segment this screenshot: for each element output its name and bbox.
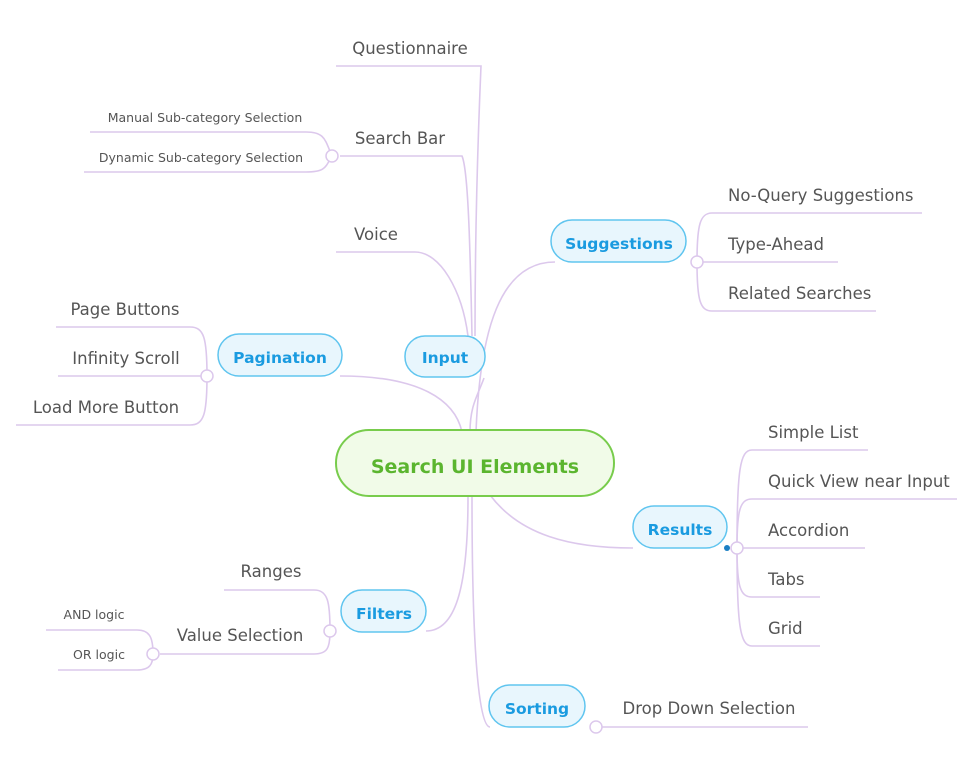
- connector-input-voice: [336, 251, 469, 337]
- connector-results-quickview: [736, 498, 957, 549]
- connector-central-suggestions: [475, 261, 556, 433]
- subtopic-no-query-suggestions[interactable]: No-Query Suggestions: [728, 186, 914, 205]
- subtopic-manual-sub-category[interactable]: Manual Sub-category Selection: [108, 110, 303, 125]
- topic-results[interactable]: Results: [632, 505, 728, 549]
- subtopic-type-ahead[interactable]: Type-Ahead: [727, 235, 824, 254]
- connector-lines: [16, 65, 957, 728]
- subtopic-ranges[interactable]: Ranges: [241, 562, 302, 581]
- subtopic-grid[interactable]: Grid: [768, 619, 803, 638]
- topic-suggestions[interactable]: Suggestions: [550, 219, 687, 263]
- topic-pagination[interactable]: Pagination: [217, 333, 343, 377]
- subtopic-simple-list[interactable]: Simple List: [768, 423, 859, 442]
- topic-input[interactable]: Input: [404, 335, 486, 378]
- central-topic-label: Search UI Elements: [371, 456, 579, 478]
- topic-sorting-label: Sorting: [505, 700, 569, 718]
- connector-results-grid: [736, 547, 820, 647]
- collapse-toggle-suggestions[interactable]: [690, 255, 704, 269]
- connector-central-sorting: [471, 496, 491, 728]
- subtopic-load-more-button[interactable]: Load More Button: [33, 398, 179, 417]
- connector-input-questionnaire: [336, 65, 482, 337]
- connector-central-pagination: [339, 375, 463, 433]
- connector-filters-ranges: [224, 589, 331, 632]
- subtopic-dynamic-sub-category[interactable]: Dynamic Sub-category Selection: [99, 150, 303, 165]
- collapse-toggle-results[interactable]: [730, 541, 744, 555]
- subtopic-voice[interactable]: Voice: [354, 225, 398, 244]
- connector-input-searchbar: [340, 155, 473, 337]
- collapse-toggle-searchbar[interactable]: [325, 149, 339, 163]
- connector-central-results: [489, 494, 634, 549]
- subtopic-accordion[interactable]: Accordion: [768, 521, 849, 540]
- connector-central-filters: [425, 496, 469, 632]
- topic-filters-label: Filters: [356, 605, 412, 623]
- topic-pagination-label: Pagination: [233, 349, 327, 367]
- subtopic-infinity-scroll[interactable]: Infinity Scroll: [72, 349, 179, 368]
- subtopic-drop-down-selection[interactable]: Drop Down Selection: [623, 699, 796, 718]
- collapse-toggle-sorting[interactable]: [589, 720, 603, 734]
- connector-central-input: [469, 377, 485, 433]
- collapse-toggle-filters[interactable]: [323, 624, 337, 638]
- subtopic-related-searches[interactable]: Related Searches: [728, 284, 871, 303]
- topic-results-label: Results: [648, 521, 713, 539]
- collapse-toggle-value-selection[interactable]: [146, 647, 160, 661]
- topic-filters[interactable]: Filters: [340, 589, 427, 633]
- subtopic-quick-view[interactable]: Quick View near Input: [768, 472, 950, 491]
- subtopic-and-logic[interactable]: AND logic: [64, 607, 125, 622]
- collapse-toggle-pagination[interactable]: [200, 369, 214, 383]
- subtopic-search-bar[interactable]: Search Bar: [355, 129, 445, 148]
- subtopic-value-selection[interactable]: Value Selection: [177, 626, 304, 645]
- topic-input-label: Input: [422, 349, 469, 367]
- subtopic-page-buttons[interactable]: Page Buttons: [70, 300, 179, 319]
- connector-suggestions-noquery: [696, 212, 922, 263]
- subtopic-questionnaire[interactable]: Questionnaire: [352, 39, 468, 58]
- topic-suggestions-label: Suggestions: [565, 235, 673, 253]
- subtopic-or-logic[interactable]: OR logic: [73, 647, 125, 662]
- connector-pagination-pagebuttons: [56, 326, 208, 377]
- subtopic-tabs[interactable]: Tabs: [767, 570, 805, 589]
- topic-sorting[interactable]: Sorting: [488, 684, 586, 728]
- connector-pagination-loadmore: [16, 375, 208, 426]
- connector-suggestions-related: [696, 261, 876, 312]
- results-anchor-dot: [724, 545, 730, 551]
- central-topic[interactable]: Search UI Elements: [335, 429, 615, 497]
